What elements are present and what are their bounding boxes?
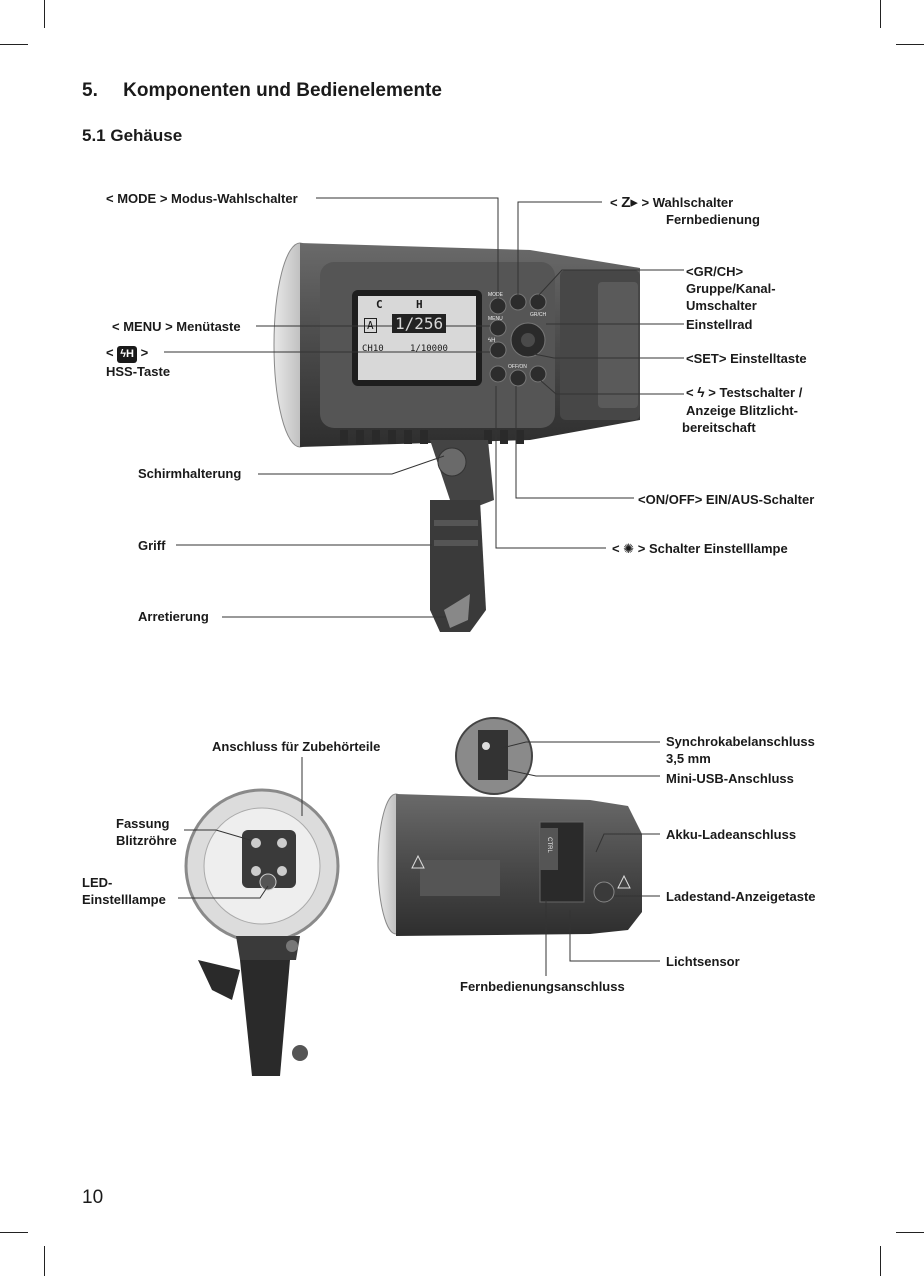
remote-select-line1: Wahlschalter	[652, 195, 734, 210]
label-set: <SET> Einstelltaste	[686, 351, 807, 366]
modeling-lamp-icon: ✺	[623, 541, 635, 556]
label-sync-line2: 3,5 mm	[666, 751, 711, 766]
label-dial: Einstellrad	[686, 317, 753, 332]
lcd-display: C H A 1/256 CH10 1/10000	[358, 296, 476, 380]
label-mode: < MODE > Modus-Wahlschalter	[106, 191, 298, 206]
label-grip: Griff	[138, 538, 166, 553]
label-sync-line1: Synchrokabelanschluss	[666, 734, 815, 749]
modeling-suffix: > Schalter Einstelllampe	[637, 541, 788, 556]
crop-mark	[880, 0, 881, 28]
bracket-open: <	[612, 541, 620, 556]
bracket-close: >	[641, 195, 650, 210]
label-test-line3: bereitschaft	[682, 420, 756, 435]
flash-unit-front-view	[184, 788, 340, 1076]
label-modeling: < ✺ > Schalter Einstelllampe	[612, 540, 788, 557]
crop-mark	[44, 0, 45, 28]
lcd-mode: C	[376, 298, 383, 311]
subsection-heading: 5.1 Gehäuse	[82, 126, 183, 145]
test-suffix: > Testschalter /	[708, 385, 803, 400]
section-title: Komponenten und Bedienelemente	[123, 80, 442, 101]
device-onoff-label: OFF/ON	[508, 364, 527, 370]
lcd-speed: 1/10000	[410, 344, 448, 354]
hss-icon: ϟH	[117, 346, 137, 363]
label-usb: Mini-USB-Anschluss	[666, 771, 794, 786]
device-mode-label: MODE	[488, 292, 503, 298]
label-accessory: Anschluss für Zubehörteile	[212, 739, 381, 754]
device-menu-label: MENU	[488, 316, 503, 322]
flash-unit-rear-view	[377, 717, 642, 936]
crop-mark	[896, 1232, 924, 1233]
label-test-line2: Anzeige Blitzlicht-	[686, 403, 798, 418]
device-ctrl-label: CTRL	[545, 837, 552, 853]
crop-mark	[896, 44, 924, 45]
label-menu: < MENU > Menütaste	[112, 319, 241, 334]
label-hss-line2: HSS-Taste	[106, 364, 171, 379]
remote-select-icon: Z▸	[621, 194, 638, 211]
bracket-open: <	[610, 195, 618, 210]
label-remote-port: Fernbedienungsanschluss	[460, 979, 625, 994]
label-onoff: <ON/OFF> EIN/AUS-Schalter	[638, 492, 815, 507]
crop-mark	[880, 1246, 881, 1276]
label-grch-line1: <GR/CH>	[686, 264, 744, 279]
device-hss-label: ϟH	[488, 338, 496, 344]
label-test: < ϟ > Testschalter /	[686, 384, 802, 401]
label-tube-line1: Fassung	[116, 816, 170, 831]
label-lock: Arretierung	[138, 609, 209, 624]
bracket-close: >	[140, 345, 149, 360]
page-number: 10	[82, 1187, 104, 1208]
section-number: 5.	[82, 80, 98, 101]
leader-lines	[164, 197, 684, 976]
lcd-power: 1/256	[392, 314, 447, 333]
label-remote-select: < Z▸ > Wahlschalter	[610, 194, 733, 211]
label-grch-line2: Gruppe/Kanal-	[686, 281, 776, 296]
lcd-h: H	[416, 298, 423, 311]
crop-mark	[0, 44, 28, 45]
section-heading: 5. Komponenten und Bedienelemente	[82, 80, 442, 102]
bracket-open: <	[686, 385, 694, 400]
label-hss: < ϟH >	[106, 344, 148, 363]
label-remote-select-line2: Fernbedienung	[666, 212, 760, 227]
label-led-line1: LED-	[82, 875, 113, 890]
label-sensor: Lichtsensor	[666, 954, 740, 969]
crop-mark	[0, 1232, 28, 1233]
crop-mark	[44, 1246, 45, 1276]
lcd-a: A	[364, 318, 377, 333]
label-umbrella: Schirmhalterung	[138, 466, 242, 481]
lcd-channel: CH10	[362, 344, 384, 354]
label-charge: Akku-Ladeanschluss	[666, 827, 797, 842]
label-tube-line2: Blitzröhre	[116, 833, 177, 848]
device-grch-label: GR/CH	[530, 312, 547, 318]
label-grch-line3: Umschalter	[686, 298, 757, 313]
bracket-open: <	[106, 345, 114, 360]
label-level: Ladestand-Anzeigetaste	[666, 889, 816, 904]
lightning-icon: ϟ	[697, 384, 705, 400]
label-led-line2: Einstelllampe	[82, 892, 166, 907]
